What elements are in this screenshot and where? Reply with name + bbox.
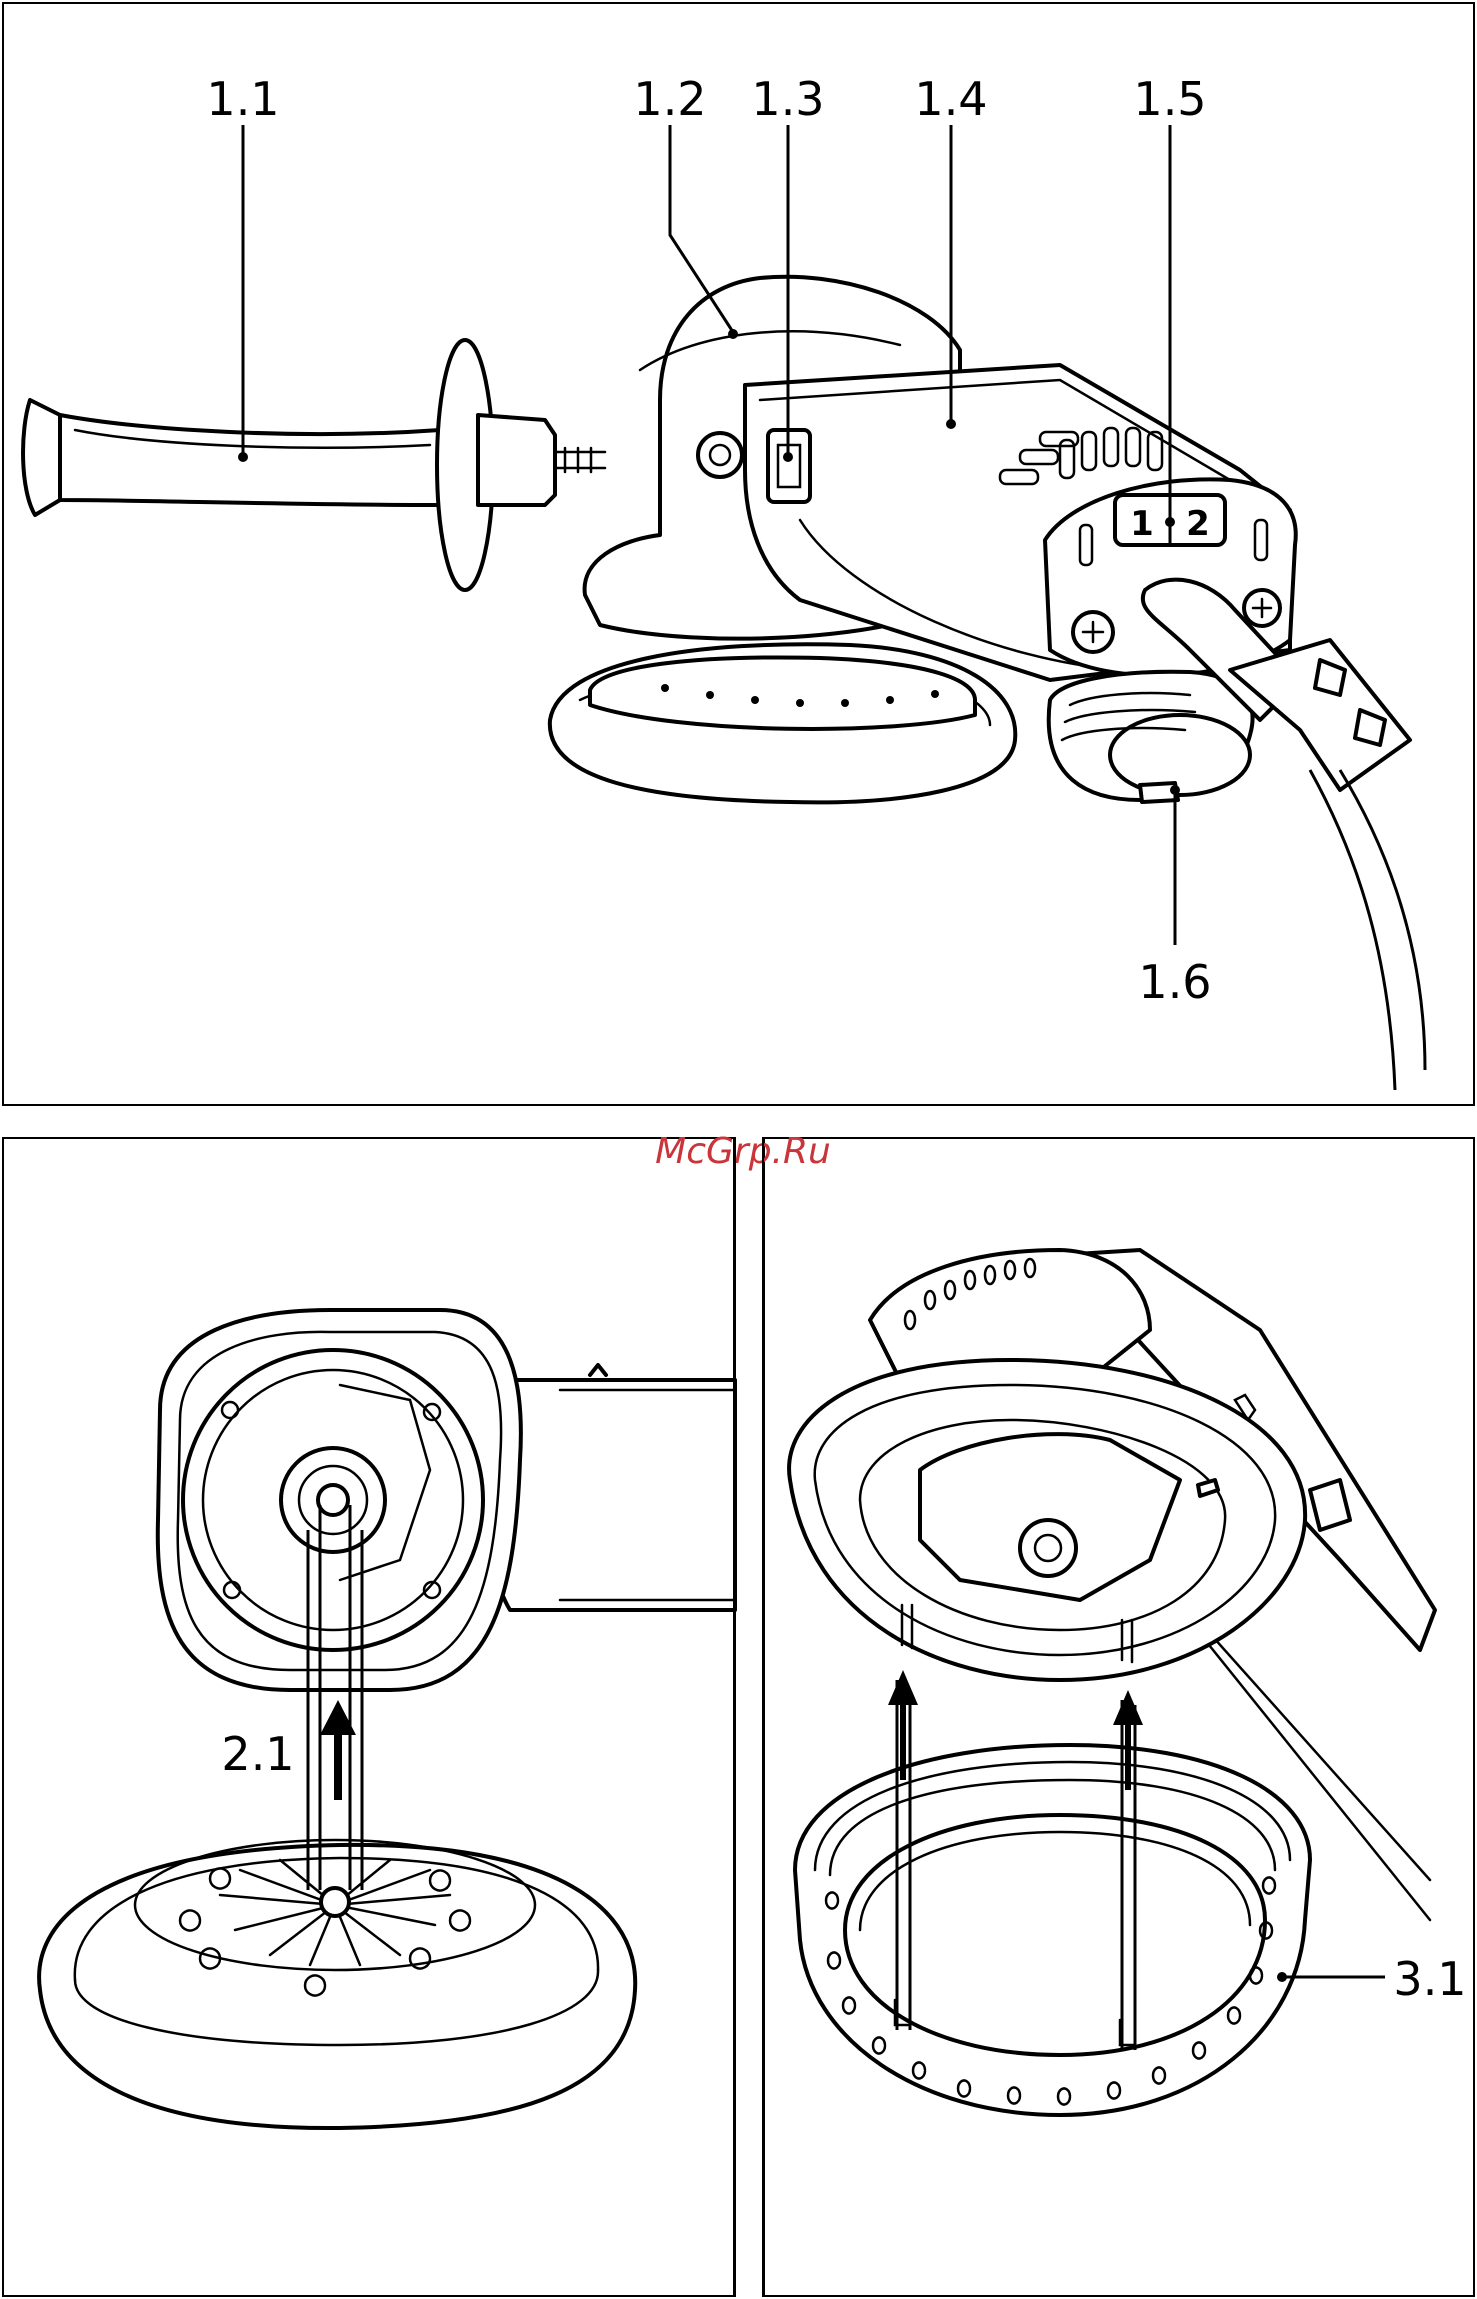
label-1-5: 1.5 [1133, 72, 1206, 126]
protective-ring-drawing [795, 1745, 1310, 2115]
label-2-1: 2.1 [221, 1727, 294, 1781]
speed-dial-digit-1: 1 [1130, 504, 1154, 544]
label-1-1: 1.1 [206, 72, 279, 126]
label-1-2: 1.2 [633, 72, 706, 126]
backing-pad-drawing [39, 1840, 635, 2128]
speed-dial-digit-2: 2 [1186, 504, 1210, 544]
polisher-body-drawing: 1 2 [550, 277, 1425, 1090]
label-3-1: 3.1 [1393, 1952, 1466, 2006]
polisher-head-underside-drawing [158, 1310, 735, 1690]
label-1-4: 1.4 [914, 72, 987, 126]
side-handle-drawing [23, 340, 605, 590]
label-1-3: 1.3 [751, 72, 824, 126]
watermark: McGrp.Ru [655, 1131, 831, 1172]
label-1-6: 1.6 [1138, 955, 1211, 1009]
